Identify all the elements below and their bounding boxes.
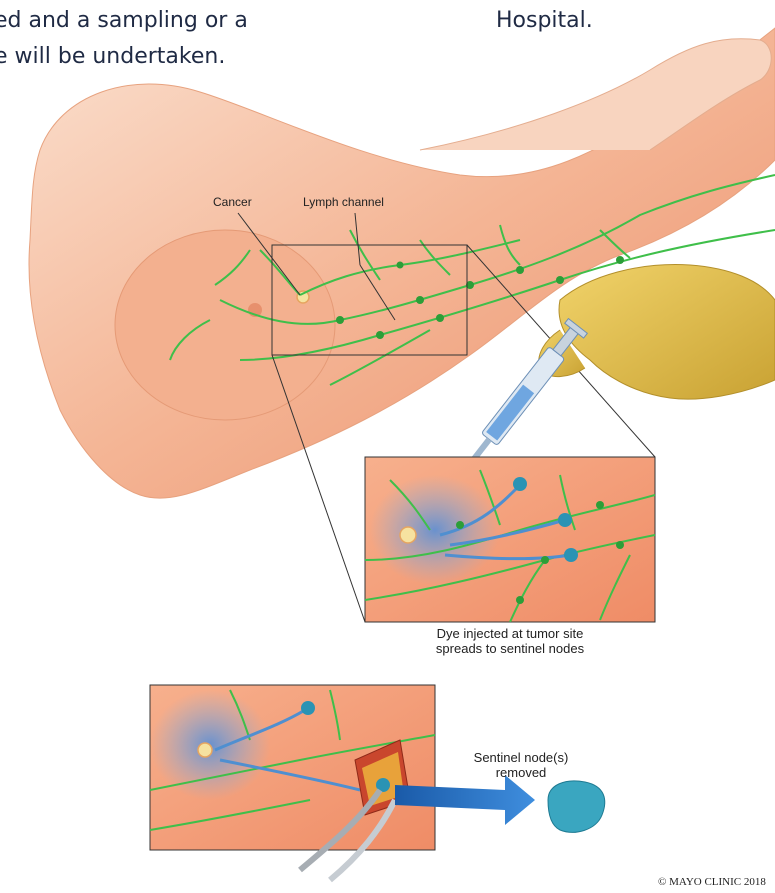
caption-dye-injection: Dye injected at tumor site spreads to se… (385, 626, 635, 656)
label-cancer: Cancer (213, 195, 252, 209)
caption-dye-line1: Dye injected at tumor site (385, 626, 635, 641)
caption-node-line2: removed (446, 765, 596, 780)
panel-dye-injection (365, 457, 655, 622)
breast-drawing (115, 230, 335, 420)
label-lymph-channel: Lymph channel (303, 195, 384, 209)
caption-node-line1: Sentinel node(s) (446, 750, 596, 765)
removed-node-drawing (548, 781, 605, 832)
copyright-mark: © MAYO CLINIC 2018 (658, 876, 766, 888)
caption-node-removed: Sentinel node(s) removed (446, 750, 596, 780)
panel-node-removal (150, 685, 435, 880)
caption-dye-line2: spreads to sentinel nodes (385, 641, 635, 656)
